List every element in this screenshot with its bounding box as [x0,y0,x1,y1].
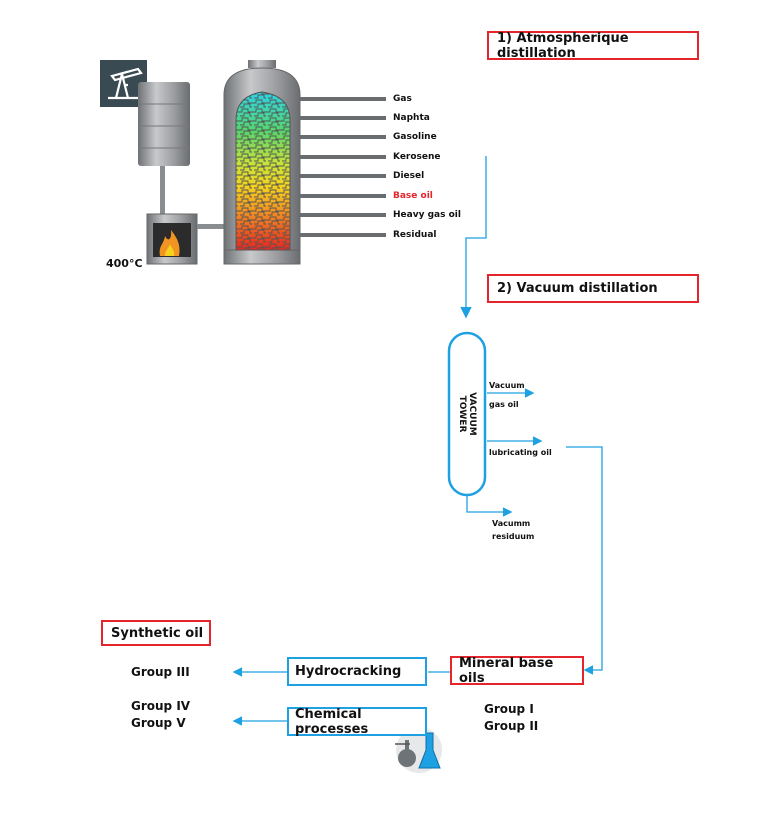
storage-tank [138,82,190,214]
fire-icon [159,230,180,256]
hydrocracking-box: Hydrocracking [287,657,427,686]
product-lines [300,97,386,237]
vacuum-residuum-line1: Vacumm [492,519,531,528]
atmospheric-distillation-label: 1) Atmospherique distillation [487,31,699,61]
product-gas: Gas [393,94,412,104]
furnace [146,213,227,265]
mineral-base-oils-label: Mineral base oils [450,656,584,686]
product-base-oil: Base oil [393,191,433,201]
product-residual: Residual [393,230,437,240]
product-gasoline: Gasoline [393,132,437,142]
distillation-column [223,60,301,265]
vacuum-residuum-line2: residuum [492,532,535,541]
product-diesel: Diesel [393,171,425,181]
synthetic-oil-label: Synthetic oil [101,620,211,646]
flow-arrows [232,156,603,726]
vacuum-tower-title-line1: VACUUM [467,392,477,436]
product-heavy-gas-oil: Heavy gas oil [393,210,461,220]
vacuum-gas-oil-line1: Vacuum [489,381,525,390]
lubricating-oil-label: lubricating oil [489,448,552,457]
vacuum-distillation-label: 2) Vacuum distillation [487,274,699,303]
vacuum-residuum-label: Vacumm residuum [492,517,534,543]
chemical-processes-box: Chemical processes [287,707,427,737]
group-ii-label: Group II [484,719,539,733]
vacuum-gas-oil-label: Vacuum gas oil [489,379,525,411]
lab-flask-icon [395,727,442,773]
temperature-label: 400°C [106,257,143,270]
vacuum-tower-title-line2: TOWER [457,395,467,433]
product-kerosene: Kerosene [393,152,441,162]
group-i-label: Group I [484,702,534,716]
vacuum-tower [447,331,487,497]
vacuum-gas-oil-line2: gas oil [489,400,519,409]
group-v-label: Group V [131,716,186,730]
product-naphta: Naphta [393,113,430,123]
group-iv-label: Group IV [131,699,191,713]
group-iii-label: Group III [131,665,190,679]
vacuum-tower-title: VACUUM TOWER [457,392,477,436]
